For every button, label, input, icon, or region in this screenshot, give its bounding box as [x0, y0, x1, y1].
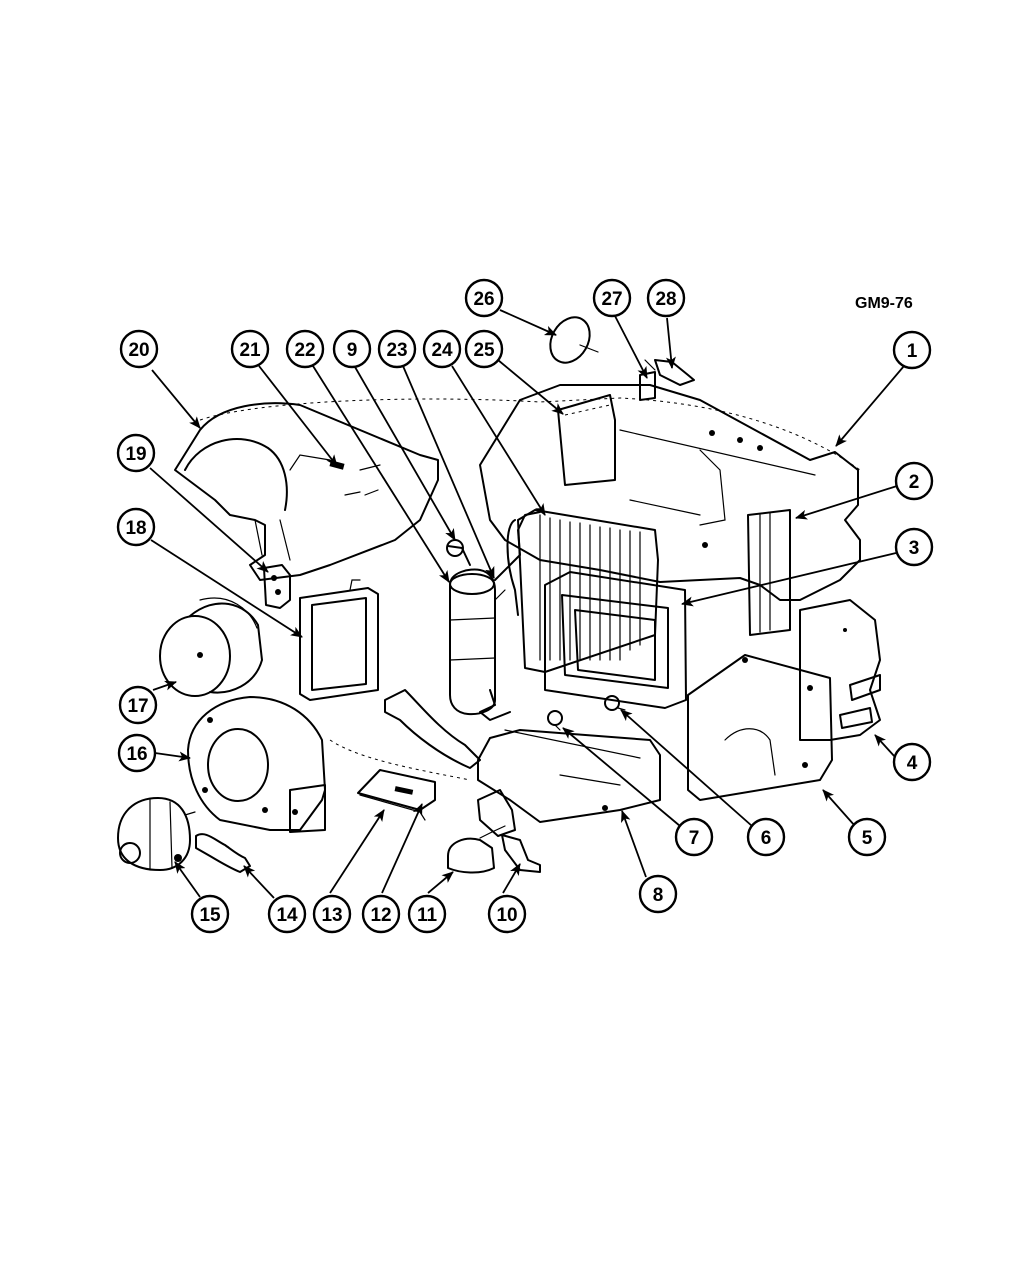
callout-26-label: 26: [473, 289, 494, 310]
callout-28-label: 28: [655, 289, 676, 310]
callout-21-label: 21: [239, 340, 261, 361]
parts-drawing: [117, 316, 881, 874]
callout-24-label: 24: [431, 340, 453, 361]
bracket-12-13: [357, 769, 436, 821]
callout-2-label: 2: [909, 472, 920, 493]
clamp-11: [447, 825, 506, 874]
bracket-10: [477, 789, 541, 873]
callout-11-label: 11: [417, 905, 438, 926]
motor-15: [117, 797, 196, 871]
callout-13: 13: [312, 894, 352, 934]
callout-14-label: 14: [276, 905, 298, 926]
lower-housing-8: [477, 729, 661, 823]
callout-3-label: 3: [909, 538, 920, 559]
callout-4-label: 4: [907, 753, 918, 774]
curved-duct: [384, 689, 481, 769]
callout-7-label: 7: [689, 828, 700, 849]
callout-10: 10: [487, 894, 527, 934]
figure-id: GM9-76: [855, 295, 913, 312]
callout-12-label: 12: [370, 905, 391, 926]
callout-6-label: 6: [761, 828, 772, 849]
callout-1: 1: [892, 330, 932, 370]
filter-frame: [299, 579, 379, 701]
callout-bubbles: 1 2 3 4 5 6 7 8 9 10 11: [116, 278, 934, 934]
hose-14: [195, 833, 251, 873]
callout-16: 16: [117, 733, 157, 773]
callout-13-label: 13: [321, 905, 342, 926]
callout-7: 7: [674, 817, 714, 857]
frame-3: [544, 571, 687, 709]
callout-8: 8: [638, 874, 678, 914]
callout-24: 24: [422, 329, 462, 369]
evaporator-core-24: [506, 509, 659, 673]
callout-6: 6: [746, 817, 786, 857]
lower-cover-5: [687, 654, 833, 801]
callout-15: 15: [190, 894, 230, 934]
accumulator-22: [446, 511, 541, 721]
callout-4: 4: [892, 742, 932, 782]
callout-16-label: 16: [126, 744, 147, 765]
callout-15-label: 15: [199, 905, 221, 926]
callout-20-label: 20: [128, 340, 149, 361]
leader-lines: [149, 309, 905, 899]
callout-21: 21: [230, 329, 270, 369]
callout-25-label: 25: [473, 340, 495, 361]
callout-17: 17: [118, 685, 158, 725]
callout-22-label: 22: [294, 340, 315, 361]
diaphragm-26: [549, 316, 599, 364]
fastener-6: [604, 695, 626, 711]
callout-3: 3: [894, 527, 934, 567]
callout-9-label: 9: [347, 340, 358, 361]
callout-11: 11: [407, 894, 447, 934]
fastener-7: [547, 710, 563, 731]
left-blower-housing: [174, 402, 439, 581]
heater-core-4: [799, 599, 881, 741]
callout-14: 14: [267, 894, 307, 934]
callout-10-label: 10: [496, 905, 517, 926]
upper-case-25: [557, 394, 616, 486]
blower-motor-17: [159, 597, 263, 697]
callout-1-label: 1: [907, 341, 918, 362]
callout-12: 12: [361, 894, 401, 934]
main-case-1: [479, 384, 861, 601]
callout-2: 2: [894, 461, 934, 501]
callout-18: 18: [116, 507, 156, 547]
clip-28: [654, 359, 695, 386]
bracket-19: [263, 564, 291, 609]
callout-22: 22: [285, 329, 325, 369]
blower-plate-16: [187, 696, 326, 833]
callout-25: 25: [464, 329, 504, 369]
callout-17-label: 17: [127, 696, 148, 717]
lower-housing-outline: [329, 739, 471, 781]
callout-23-label: 23: [386, 340, 407, 361]
callout-26: 26: [464, 278, 504, 318]
callout-18-label: 18: [125, 518, 146, 539]
callout-28: 28: [646, 278, 686, 318]
callout-27: 27: [592, 278, 632, 318]
callout-19-label: 19: [125, 444, 146, 465]
callout-5: 5: [847, 817, 887, 857]
callout-20: 20: [119, 329, 159, 369]
callout-8-label: 8: [653, 885, 664, 906]
callout-9: 9: [332, 329, 372, 369]
valve-27: [639, 359, 656, 401]
callout-23: 23: [377, 329, 417, 369]
callout-5-label: 5: [862, 828, 873, 849]
callout-19: 19: [116, 433, 156, 473]
callout-27-label: 27: [601, 289, 622, 310]
seal-strip-2: [747, 509, 791, 636]
